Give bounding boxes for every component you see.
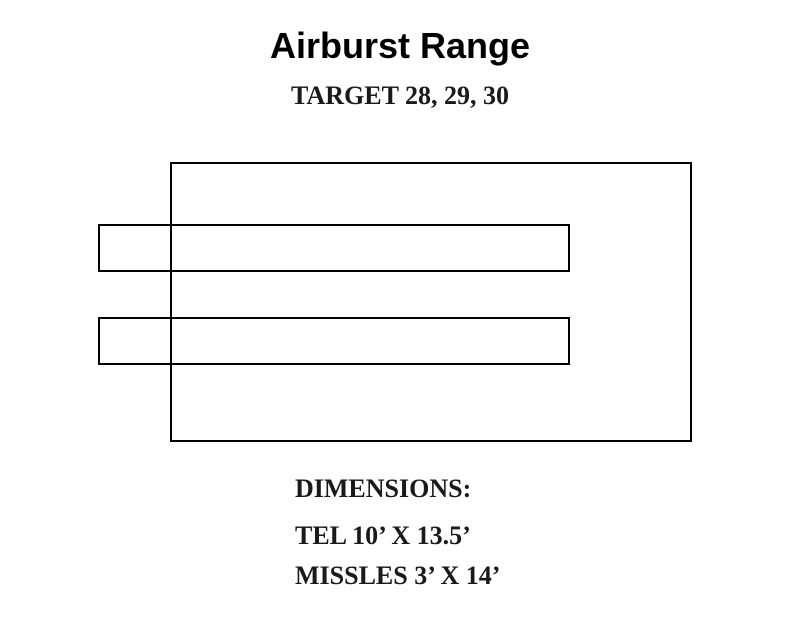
missile-outline-lower xyxy=(98,317,570,365)
missile-outline-upper xyxy=(98,224,570,272)
missle-dimensions: MISSLES 3’ X 14’ xyxy=(295,561,501,590)
page-title: Airburst Range xyxy=(269,25,531,66)
tel-outline xyxy=(170,162,692,442)
tel-dimensions: TEL 10’ X 13.5’ xyxy=(295,521,471,550)
target-subtitle: TARGET 28, 29, 30 xyxy=(291,81,509,110)
dimensions-heading: DIMENSIONS: xyxy=(295,474,472,503)
